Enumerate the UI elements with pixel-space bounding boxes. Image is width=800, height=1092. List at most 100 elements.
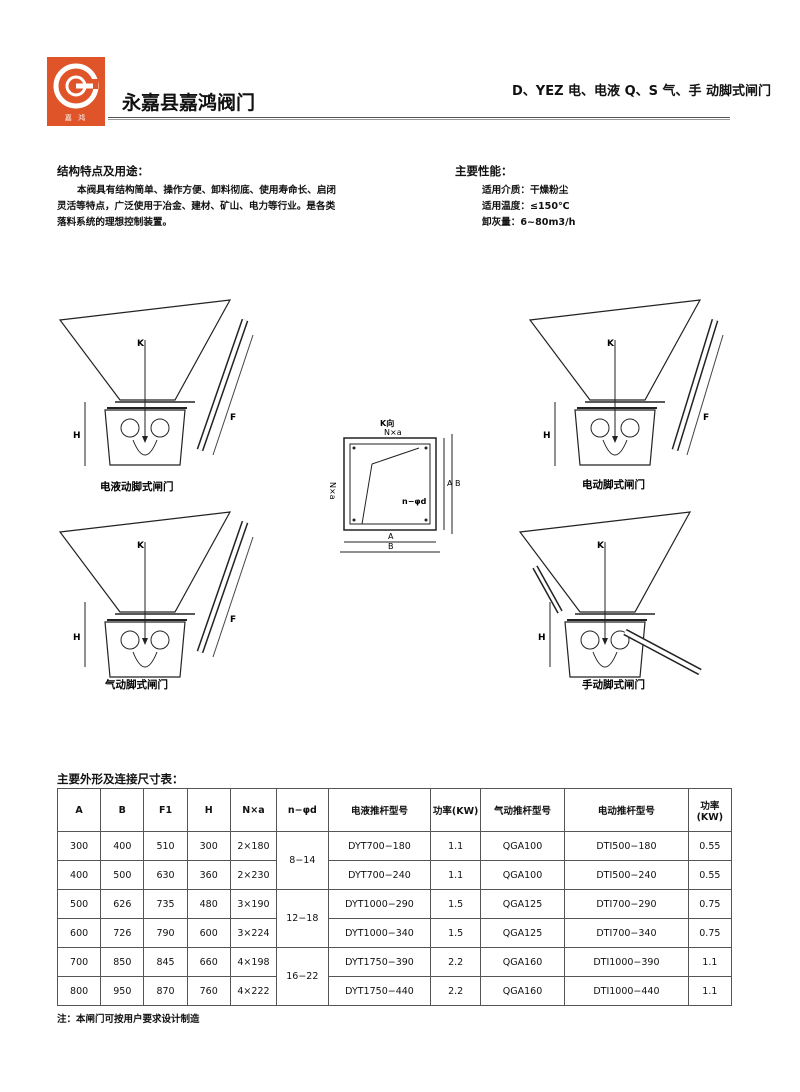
dimension-table: A B F1 H N×a n−φd 电液推杆型号 功率(KW) 气动推杆型号 电… (56, 788, 733, 1006)
cell: DTI500−240 (564, 860, 689, 890)
cell: 600 (186, 918, 231, 948)
k-label: K (137, 541, 145, 551)
h-label: H (543, 431, 551, 441)
cell: 510 (143, 831, 188, 861)
cell: DYT700−180 (327, 831, 432, 861)
cell: 870 (143, 976, 188, 1006)
cell: 950 (100, 976, 145, 1006)
k-label: K (607, 339, 615, 349)
cell: QGA160 (479, 976, 566, 1006)
cell: QGA125 (479, 918, 566, 948)
cell: 1.1 (687, 976, 733, 1006)
performance-item: 适用介质：干燥粉尘 (482, 185, 569, 196)
f-label: F (230, 413, 236, 423)
cell: 845 (143, 947, 188, 977)
performance-list: 适用介质：干燥粉尘 适用温度：≤150℃ 卸灰量：6~80m3/h (482, 183, 575, 231)
col-header: 电液推杆型号 (327, 788, 432, 832)
structure-line: 本阀具有结构简单、操作方便、卸料彻底、使用寿命长、启闭 (77, 185, 337, 196)
cell: 3×224 (229, 918, 278, 948)
caption-manual: 手动脚式闸门 (582, 678, 645, 691)
performance-item: 适用温度：≤150℃ (482, 201, 570, 212)
cell: 400 (56, 860, 102, 890)
structure-body: 本阀具有结构简单、操作方便、卸料彻底、使用寿命长、启闭 灵活等特点，广泛使用于冶… (57, 183, 387, 231)
cell: 626 (100, 889, 145, 919)
cell: DTI700−340 (564, 918, 689, 948)
table-title: 主要外形及连接尺寸表： (57, 772, 184, 786)
b-side-label: B (455, 479, 461, 488)
structure-line: 落料系统的理想控制装置。 (57, 217, 173, 228)
col-header: 功率(KW) (430, 788, 481, 832)
f-label: F (230, 615, 236, 625)
col-header: 功率(KW) (687, 788, 733, 832)
cell: 400 (100, 831, 145, 861)
cell: 850 (100, 947, 145, 977)
a-side-label: A (447, 479, 453, 488)
cell: 790 (143, 918, 188, 948)
table-row: 700 850 845 660 4×198 16−22 DYT1750−390 … (56, 947, 733, 1006)
cell: 300 (186, 831, 231, 861)
cell: QGA100 (479, 831, 566, 861)
cell: 500 (56, 889, 102, 919)
cell: 660 (186, 947, 231, 977)
bolt-cell: 12−18 (276, 889, 329, 948)
table-row: 400 500 630 360 2×230 DYT700−240 1.1 QGA… (56, 860, 733, 890)
cell: 800 (56, 976, 102, 1006)
cell: 0.75 (687, 889, 733, 919)
table-row: 500 626 735 480 3×190 12−18 DYT1000−290 … (56, 889, 733, 948)
col-header: H (186, 788, 231, 832)
cell: 630 (143, 860, 188, 890)
cell: DYT1000−290 (327, 889, 432, 919)
logo-caption: 嘉 鸿 (64, 114, 88, 122)
h-label: H (73, 431, 81, 441)
b-bottom-label: B (388, 542, 394, 551)
cell: DYT700−240 (327, 860, 432, 890)
cell: 2×230 (229, 860, 278, 890)
diagram-pneumatic: K H F (59, 511, 254, 678)
na-top-label: N×a (384, 428, 402, 437)
cell: 0.55 (687, 860, 733, 890)
cell: QGA100 (479, 860, 566, 890)
cell: 360 (186, 860, 231, 890)
performance-heading: 主要性能： (455, 164, 513, 178)
k-label: K (597, 541, 605, 551)
na-side-label: N×a (328, 482, 337, 500)
caption-electric: 电动脚式闸门 (582, 478, 645, 491)
cell: 2.2 (430, 976, 481, 1006)
table-header-row: A B F1 H N×a n−φd 电液推杆型号 功率(KW) 气动推杆型号 电… (56, 788, 733, 832)
cell: 600 (56, 918, 102, 948)
cell: DTI500−180 (564, 831, 689, 861)
cell: 2×180 (229, 831, 278, 861)
col-header: A (56, 788, 102, 832)
k-label: K (137, 339, 145, 349)
cell: QGA160 (479, 947, 566, 977)
col-header: 气动推杆型号 (479, 788, 566, 832)
cell: 1.1 (687, 947, 733, 977)
col-header: 电动推杆型号 (564, 788, 689, 832)
table-row: 800 950 870 760 4×222 DYT1750−440 2.2 QG… (56, 976, 733, 1006)
cell: 480 (186, 889, 231, 919)
cell: DTI1000−390 (564, 947, 689, 977)
cell: QGA125 (479, 889, 566, 919)
cell: 2.2 (430, 947, 481, 977)
cell: 760 (186, 976, 231, 1006)
cell: 4×198 (229, 947, 278, 977)
table-row: 300 400 510 300 2×180 8−14 DYT700−180 1.… (56, 831, 733, 890)
table-row: 600 726 790 600 3×224 DYT1000−340 1.5 QG… (56, 918, 733, 948)
cell: 0.75 (687, 918, 733, 948)
col-header: B (100, 788, 145, 832)
a-bottom-label: A (388, 532, 394, 541)
caption-electro-hydraulic: 电液动脚式闸门 (100, 480, 174, 493)
cell: 1.5 (430, 889, 481, 919)
cell: DYT1750−440 (327, 976, 432, 1006)
cell: 1.1 (430, 860, 481, 890)
structure-heading: 结构特点及用途： (57, 164, 149, 178)
diagram-electric: K H F (529, 299, 724, 466)
cell: 300 (56, 831, 102, 861)
cell: DTI1000−440 (564, 976, 689, 1006)
product-title: D、YEZ 电、电液 Q、S 气、手 动脚式闸门 (512, 84, 772, 99)
diagram-manual: K H (519, 511, 702, 678)
performance-item: 卸灰量：6~80m3/h (482, 217, 576, 228)
header-divider (108, 117, 730, 118)
n-phi-d-label: n−φd (402, 497, 427, 506)
footer-note: 注：本闸门可按用户要求设计制造 (57, 1014, 200, 1025)
